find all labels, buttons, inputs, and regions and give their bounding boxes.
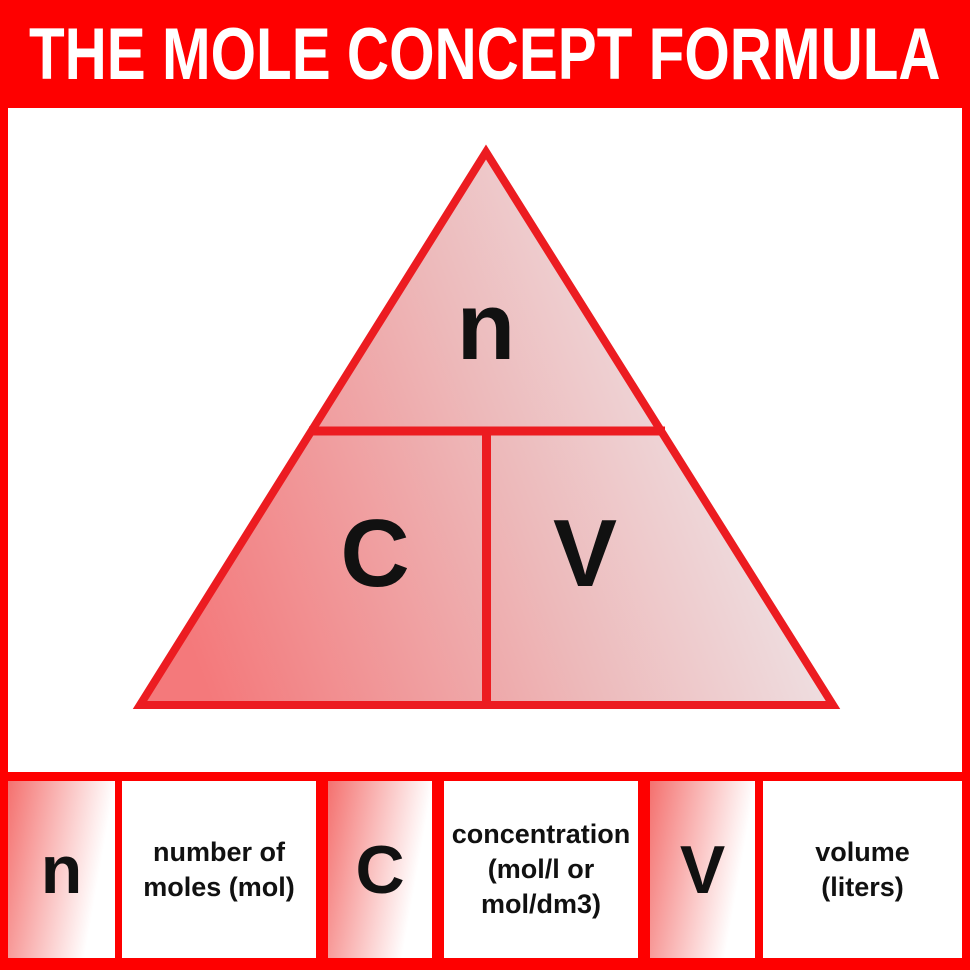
triangle-label-n: n: [456, 273, 516, 380]
legend-desc-line: concentration: [451, 819, 631, 849]
legend-desc-line: number of: [153, 836, 285, 867]
triangle-label-v: V: [552, 500, 618, 607]
legend-symbol-n: n: [8, 781, 115, 958]
formula-triangle-graphic: [132, 144, 841, 709]
legend-desc-v-text: volume (liters): [815, 835, 910, 905]
page-title: THE MOLE CONCEPT FORMULA: [0, 18, 970, 91]
legend-symbol-n-text: n: [40, 831, 83, 908]
title-banner: THE MOLE CONCEPT FORMULA: [0, 0, 970, 108]
legend-desc-v: volume (liters): [763, 781, 962, 958]
triangle-label-c: C: [340, 500, 410, 607]
legend-desc-line: (liters): [821, 871, 904, 902]
triangle-panel: n C V: [8, 108, 962, 772]
legend-symbol-c-text: C: [355, 831, 405, 908]
legend-symbol-c: C: [328, 781, 432, 958]
page-title-text: THE MOLE CONCEPT FORMULA: [29, 13, 941, 95]
legend-symbol-v: V: [650, 781, 755, 958]
legend-desc-n-text: number of moles (mol): [143, 835, 295, 905]
legend-desc-c: concentration (mol/l or mol/dm3): [444, 781, 638, 958]
legend-desc-line: (mol/l or: [487, 854, 595, 884]
legend-desc-line: mol/dm3): [480, 889, 601, 919]
legend-desc-line: volume: [815, 836, 910, 867]
legend-desc-c-text: concentration (mol/l or mol/dm3): [452, 817, 631, 922]
legend-symbol-v-text: V: [679, 831, 726, 908]
legend-desc-n: number of moles (mol): [122, 781, 316, 958]
legend-desc-line: moles (mol): [143, 871, 295, 902]
